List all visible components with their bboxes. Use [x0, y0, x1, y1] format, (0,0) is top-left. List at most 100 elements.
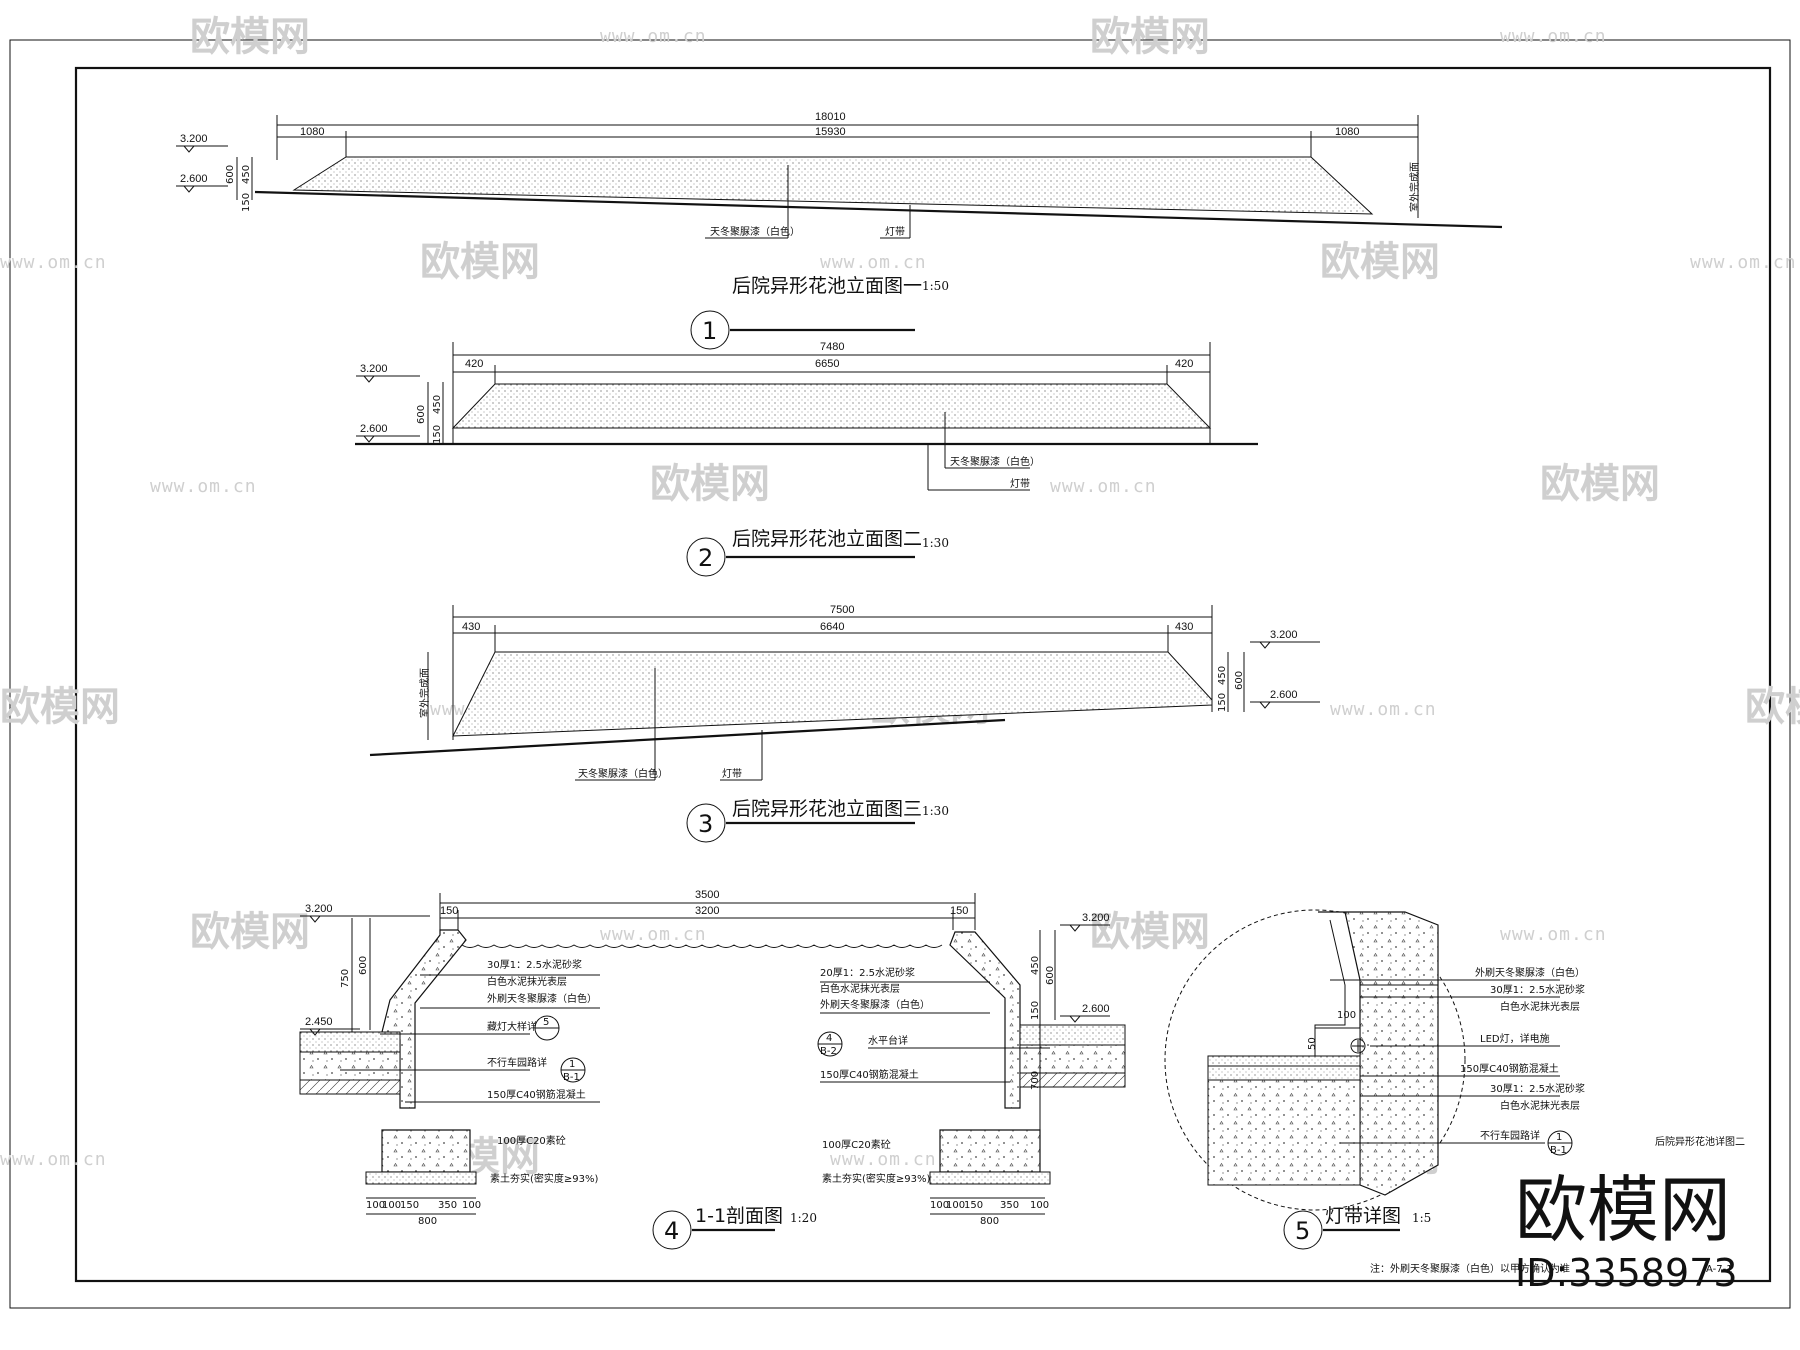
detail-scale: 1:5: [1412, 1211, 1431, 1225]
svg-text:室外完成面: 室外完成面: [418, 668, 431, 718]
svg-text:50: 50: [1307, 1037, 1318, 1050]
svg-text:100: 100: [366, 1200, 385, 1211]
elev1-number: 1: [702, 317, 717, 345]
svg-text:www.om.cn: www.om.cn: [0, 252, 107, 273]
svg-text:100: 100: [382, 1200, 401, 1211]
brand-id: ID:3358973: [1515, 1251, 1738, 1295]
svg-text:600: 600: [1234, 671, 1245, 690]
footnote: 注：外刷天冬聚脲漆（白色）以甲方确认为准: [1370, 1262, 1570, 1275]
elev1-dim-middle: 15930: [815, 126, 846, 138]
svg-text:30厚1：2.5水泥砂浆: 30厚1：2.5水泥砂浆: [1490, 983, 1585, 996]
svg-text:www.om.cn: www.om.cn: [150, 476, 257, 497]
ref-callout-1-b1: 1 B-1: [560, 1057, 586, 1083]
svg-text:100: 100: [930, 1200, 949, 1211]
svg-text:100: 100: [462, 1200, 481, 1211]
svg-text:不行车园路详: 不行车园路详: [1480, 1129, 1540, 1142]
svg-text:150: 150: [964, 1200, 983, 1211]
svg-text:灯带: 灯带: [1010, 478, 1030, 490]
detail-light-strip: 100 50 外刷天冬聚脲漆（白色） 30厚1：2.5水泥砂浆 白色水泥抹光表层…: [1164, 909, 1585, 1250]
svg-text:www.om.cn: www.om.cn: [600, 26, 707, 47]
svg-text:600: 600: [358, 956, 369, 975]
svg-text:5: 5: [543, 1017, 549, 1028]
section-bottom-dims-right: 100 100 150 350 100 800: [930, 1197, 1049, 1227]
section-number: 4: [664, 1217, 679, 1245]
svg-text:150厚C40钢筋混凝土: 150厚C40钢筋混凝土: [820, 1068, 919, 1081]
svg-text:www.om.cn: www.om.cn: [1500, 26, 1607, 47]
svg-text:7500: 7500: [830, 604, 854, 616]
svg-text:100: 100: [946, 1200, 965, 1211]
elev1-level-top: 3.200: [180, 133, 208, 145]
svg-text:www.om.cn: www.om.cn: [1500, 924, 1607, 945]
svg-text:420: 420: [465, 358, 483, 370]
svg-text:450: 450: [1217, 666, 1228, 685]
sheet-code: A-7-1: [1706, 1264, 1733, 1275]
svg-text:30厚1：2.5水泥砂浆: 30厚1：2.5水泥砂浆: [1490, 1082, 1585, 1095]
detail-ref-callout: 1 B-1: [1547, 1130, 1573, 1156]
ref-callout-4-b2: 4 B-2: [817, 1031, 843, 1057]
svg-text:3.200: 3.200: [1270, 629, 1298, 641]
svg-text:150: 150: [432, 425, 443, 444]
svg-text:800: 800: [980, 1216, 999, 1227]
svg-text:2.600: 2.600: [360, 423, 388, 435]
sheet-name: 后院异形花池详图二: [1655, 1135, 1745, 1148]
elev1-scale: 1:50: [922, 279, 949, 293]
svg-text:素土夯实(密实度≥93%): 素土夯实(密实度≥93%): [822, 1172, 931, 1185]
svg-text:6640: 6640: [820, 621, 844, 633]
elev1-dim-total: 18010: [815, 111, 846, 123]
right-footing: [939, 1129, 1041, 1173]
svg-text:20厚1：2.5水泥砂浆: 20厚1：2.5水泥砂浆: [820, 966, 915, 979]
elev1-dim-left: 1080: [300, 126, 324, 138]
svg-text:不行车园路详: 不行车园路详: [487, 1056, 547, 1069]
svg-text:450: 450: [1030, 956, 1041, 975]
svg-text:欧模网: 欧模网: [190, 909, 310, 955]
svg-text:350: 350: [1000, 1200, 1019, 1211]
svg-text:7480: 7480: [820, 341, 844, 353]
detail-number: 5: [1295, 1217, 1310, 1245]
detail-notes: 外刷天冬聚脲漆（白色） 30厚1：2.5水泥砂浆 白色水泥抹光表层 LED灯，详…: [1330, 966, 1585, 1144]
elev1-title: 后院异形花池立面图一: [732, 275, 922, 297]
section-bottom-dims-left: 100 100 150 350 100 800: [366, 1197, 481, 1227]
svg-text:1: 1: [1556, 1132, 1562, 1143]
brand-logo-text: 欧模网: [1515, 1168, 1731, 1252]
svg-text:150厚C40钢筋混凝土: 150厚C40钢筋混凝土: [487, 1088, 586, 1101]
elevation-3: 7500 430 6640 430 室外完成面 450 600 150 3.20…: [369, 604, 1320, 843]
svg-text:欧模网: 欧模网: [1090, 909, 1210, 955]
outer-frame: [9, 39, 1791, 1309]
svg-text:700: 700: [1030, 1071, 1041, 1090]
elev3-number: 3: [698, 810, 713, 838]
svg-text:2.450: 2.450: [305, 1016, 333, 1028]
svg-text:3500: 3500: [695, 889, 719, 901]
elev3-title: 后院异形花池立面图三: [732, 798, 922, 820]
svg-text:天冬聚脲漆（白色）: 天冬聚脲漆（白色）: [950, 455, 1040, 468]
svg-text:素土夯实(密实度≥93%): 素土夯实(密实度≥93%): [490, 1172, 599, 1185]
svg-text:6650: 6650: [815, 358, 839, 370]
svg-text:2.600: 2.600: [1082, 1003, 1110, 1015]
svg-text:350: 350: [438, 1200, 457, 1211]
svg-text:3.200: 3.200: [1082, 912, 1110, 924]
svg-text:欧模网: 欧模网: [420, 239, 540, 285]
svg-text:100厚C20素砼: 100厚C20素砼: [822, 1138, 891, 1151]
svg-text:100: 100: [1030, 1200, 1049, 1211]
svg-text:B-1: B-1: [563, 1072, 580, 1083]
svg-text:水平台详: 水平台详: [868, 1034, 908, 1047]
svg-text:150: 150: [1217, 693, 1228, 712]
left-wall: [379, 929, 467, 1109]
svg-text:天冬聚脲漆（白色）: 天冬聚脲漆（白色）: [578, 767, 668, 780]
svg-text:450: 450: [241, 165, 252, 184]
svg-text:www.om.cn: www.om.cn: [0, 1149, 107, 1170]
svg-text:100厚C20素砼: 100厚C20素砼: [497, 1134, 566, 1147]
svg-text:欧模网: 欧模网: [1320, 239, 1440, 285]
svg-text:450: 450: [432, 395, 443, 414]
svg-text:150: 150: [1030, 1001, 1041, 1020]
elev3-scale: 1:30: [922, 804, 949, 818]
detail-title: 灯带详图: [1325, 1205, 1401, 1227]
section-right-notes: 20厚1：2.5水泥砂浆 白色水泥抹光表层 外刷天冬聚脲漆（白色） 水平台详 1…: [820, 966, 1050, 1185]
svg-text:600: 600: [416, 405, 427, 424]
elev1-side-label: 室外完成面: [1408, 162, 1421, 212]
svg-text:www.om.cn: www.om.cn: [830, 1149, 937, 1170]
svg-text:欧模网: 欧模网: [1745, 684, 1800, 730]
elev2-planter-body: [451, 383, 1212, 429]
svg-text:欧模网: 欧模网: [1540, 461, 1660, 507]
svg-text:白色水泥抹光表层: 白色水泥抹光表层: [820, 982, 900, 995]
